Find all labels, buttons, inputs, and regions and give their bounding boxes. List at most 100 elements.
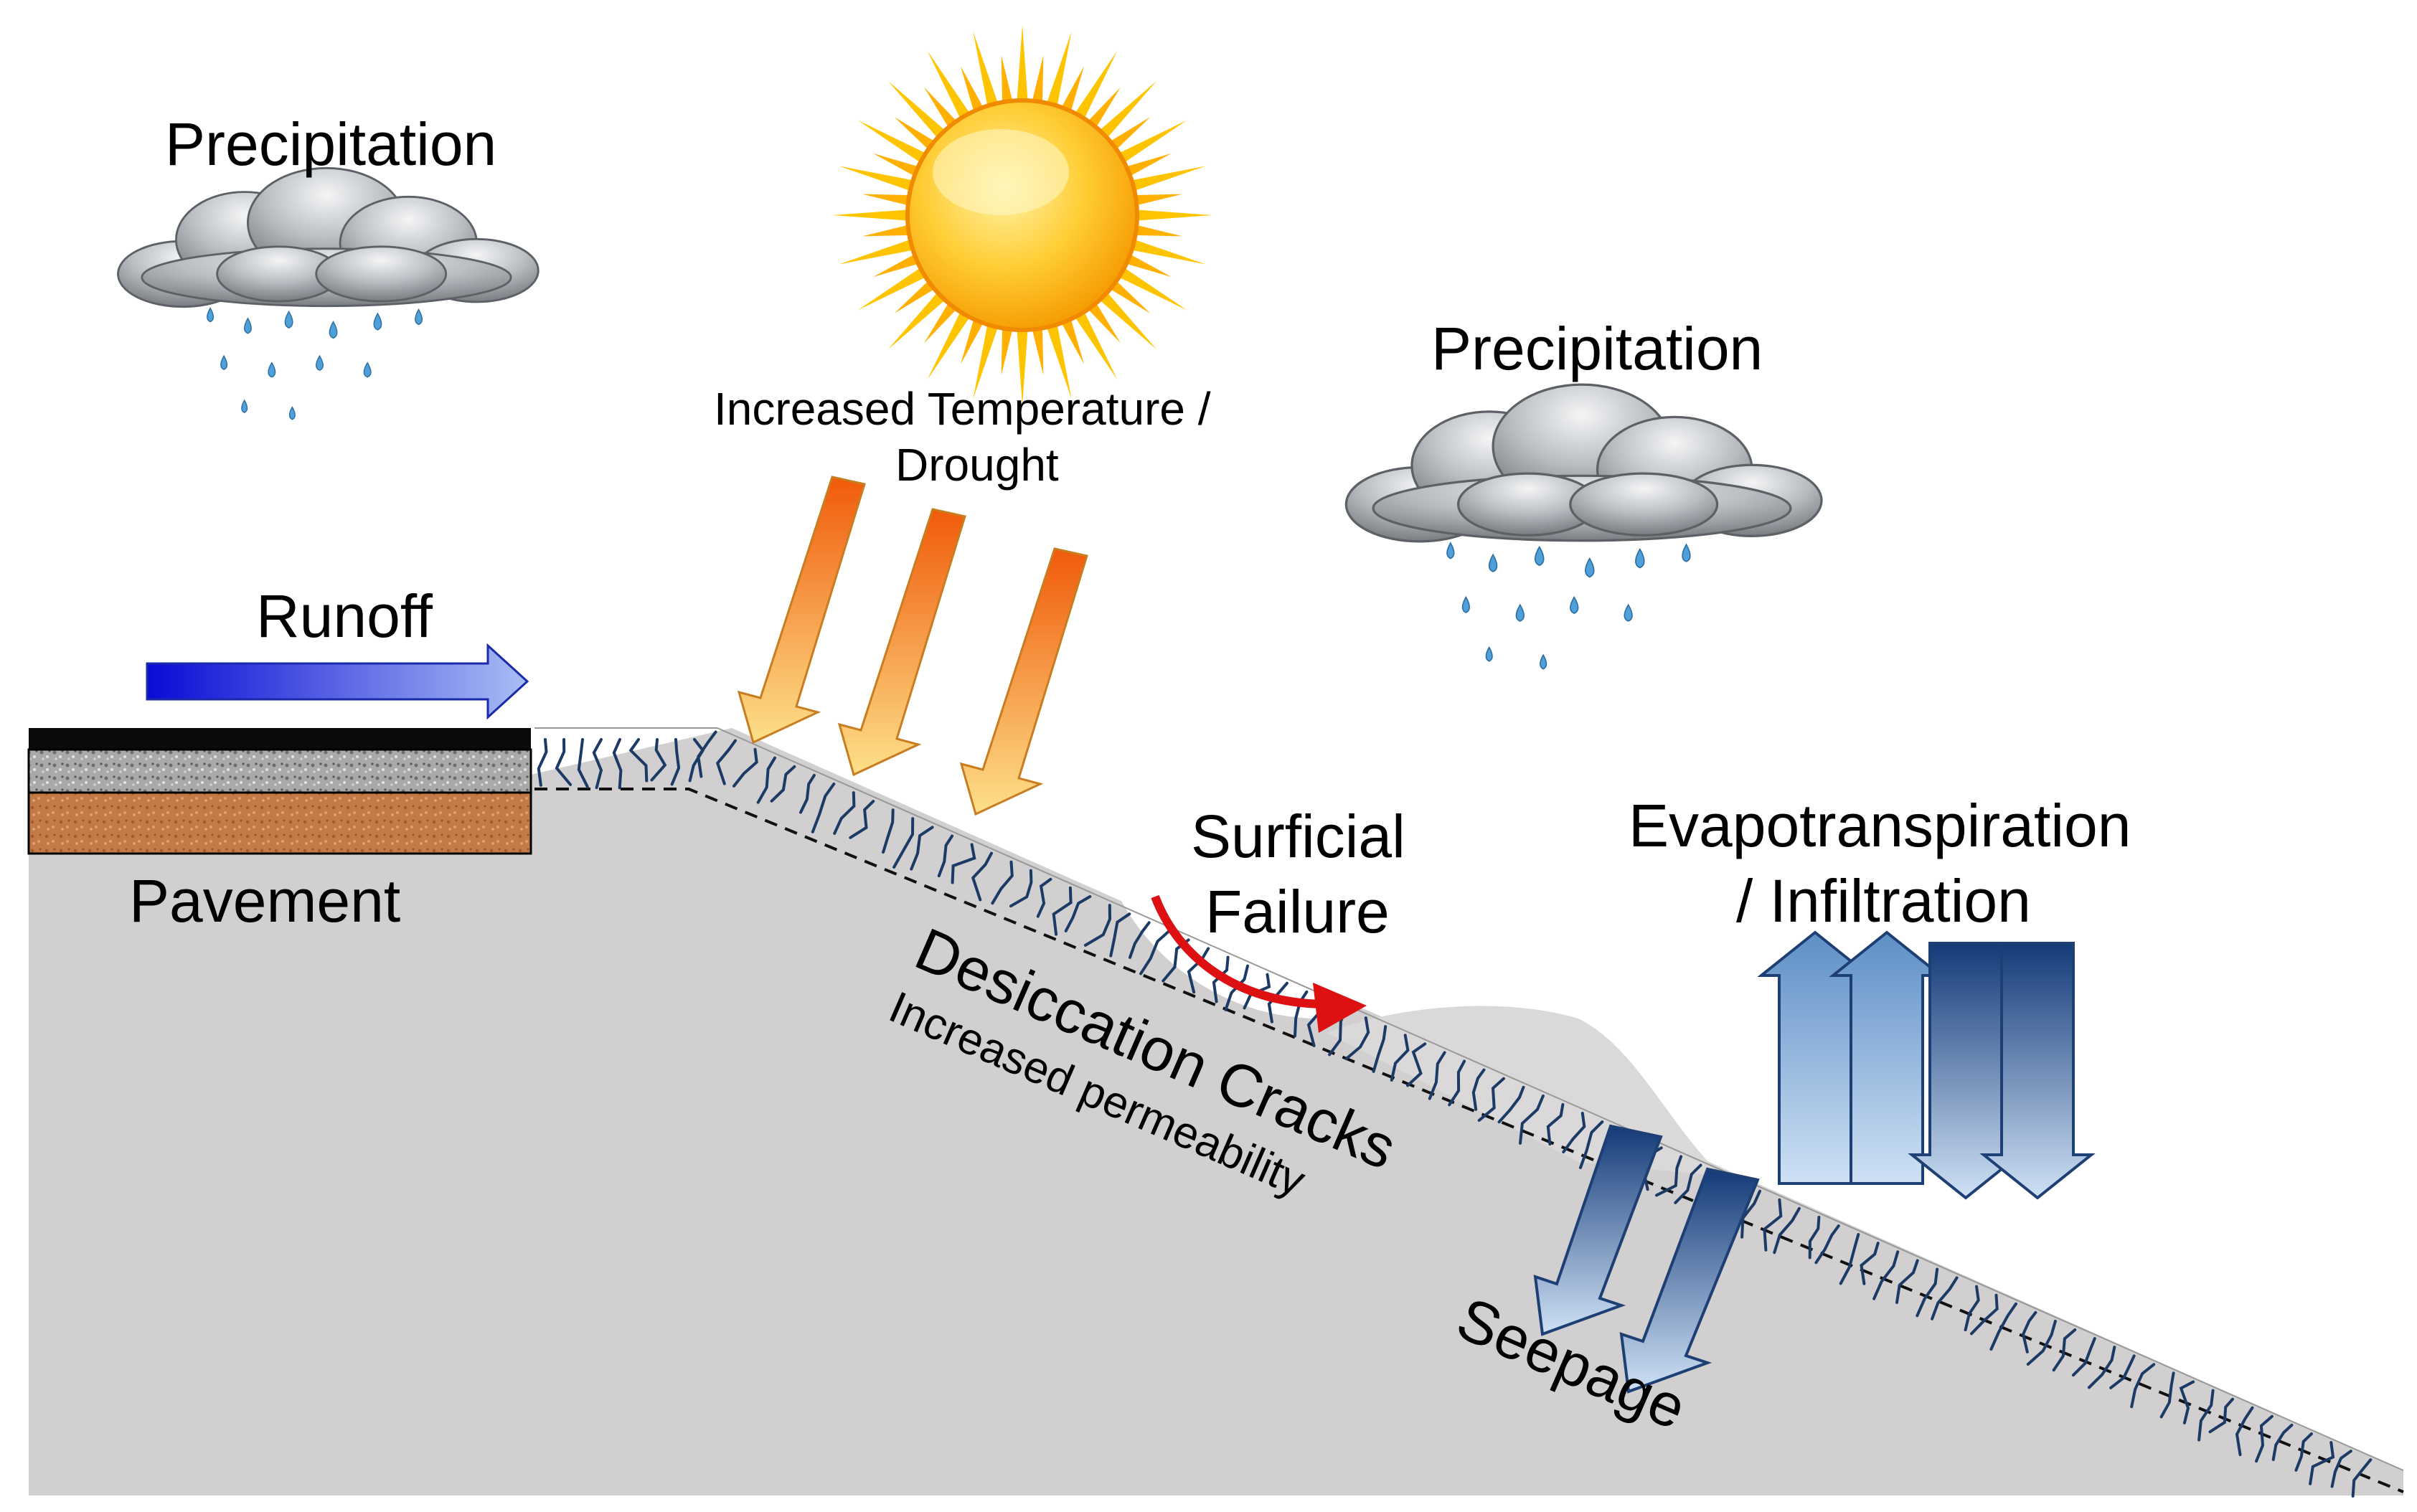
crack-line	[1839, 1233, 1860, 1285]
crack-line	[697, 730, 717, 778]
crack-line	[1519, 1094, 1545, 1145]
crack-line	[1872, 1250, 1900, 1300]
crack-line	[756, 756, 776, 804]
sun-ray	[1030, 55, 1044, 110]
crack-line	[1009, 869, 1033, 908]
sun-ray	[1128, 194, 1183, 207]
sun-ray	[1119, 153, 1172, 180]
sun-ray	[1094, 287, 1157, 350]
sun-ray	[1094, 80, 1157, 143]
heat-arrow-3	[959, 547, 1088, 816]
crack-line	[1390, 1034, 1410, 1082]
crack-line	[555, 738, 573, 786]
up-arrow-2	[1829, 930, 1945, 1185]
evapotranspiration-arrows	[1757, 930, 2096, 1200]
sun-ray	[1044, 32, 1072, 113]
crack-line	[2351, 1458, 2373, 1498]
sun-ray	[927, 305, 974, 380]
crack-line	[1931, 1276, 1959, 1320]
crack-line	[1344, 1016, 1370, 1061]
crack-line	[991, 860, 1014, 905]
crack-line	[2026, 1319, 2057, 1366]
crack-line	[2022, 1310, 2037, 1353]
crack-line	[537, 738, 548, 787]
crack-line	[612, 738, 623, 790]
crack-line	[951, 843, 976, 884]
crack-line	[882, 808, 895, 854]
sun-ray	[862, 194, 917, 207]
cracked-layer	[534, 727, 2404, 1498]
crack-line	[670, 738, 681, 786]
crack-line	[2330, 1450, 2352, 1488]
crack-line	[2294, 1432, 2313, 1472]
sun-ray	[887, 80, 951, 143]
heat-arrow-1	[737, 476, 866, 745]
sun-ray	[1044, 317, 1072, 399]
crack-line	[2052, 1328, 2077, 1372]
crack-line	[1187, 947, 1210, 994]
crack-line	[2208, 1397, 2234, 1434]
sun-ray	[1030, 321, 1044, 376]
sun-ray	[1112, 120, 1187, 167]
crack-line	[2159, 1371, 2175, 1419]
crack-line	[2071, 1337, 2096, 1377]
crack-line	[1477, 1077, 1505, 1122]
crack-line	[1372, 1025, 1387, 1073]
pavement-asphalt	[29, 728, 531, 750]
label-temperature-line1: Increased Temperature /	[714, 383, 1211, 435]
crack-line	[1674, 1163, 1702, 1204]
sun-ray	[973, 317, 1001, 399]
crack-line	[577, 738, 589, 788]
seepage-arrows	[1533, 1124, 1760, 1394]
crack-line	[2197, 1389, 2215, 1442]
crack-line	[849, 800, 875, 839]
sun-ray	[1016, 322, 1029, 405]
sun-ray	[1057, 312, 1085, 364]
crack-line	[732, 747, 758, 788]
label-temperature-line2: Drought	[895, 439, 1059, 491]
crack-line	[628, 738, 649, 783]
crack-line	[1763, 1198, 1783, 1252]
crack-line	[1064, 895, 1092, 932]
sun-ray	[873, 153, 925, 180]
label-evapo-line2: / Infiltration	[1736, 867, 2031, 935]
crack-line	[2109, 1354, 2136, 1389]
sun-ray	[960, 312, 987, 364]
crack-line	[770, 765, 796, 803]
sun-ray	[839, 237, 920, 265]
crack-line	[1562, 1112, 1586, 1153]
sun-ray	[1001, 321, 1014, 376]
crack-line	[1808, 1216, 1821, 1260]
crack-line	[1294, 990, 1309, 1038]
pavement-section	[27, 728, 532, 855]
heat-arrows	[737, 476, 1088, 816]
sun-ray	[960, 66, 987, 118]
sun-icon	[832, 25, 1212, 405]
sun-ray	[1001, 55, 1014, 110]
crack-line	[1109, 912, 1131, 958]
down-arrow-2	[1979, 942, 2096, 1200]
crack-line	[1083, 904, 1112, 947]
crack-line	[799, 773, 816, 814]
sun-ray	[857, 120, 933, 167]
crack-line	[592, 738, 603, 790]
sun-ray	[862, 223, 917, 237]
crack-line	[1860, 1242, 1880, 1285]
sun-ray	[1070, 305, 1118, 380]
crack-line	[1129, 921, 1151, 959]
crack-line	[2255, 1414, 2274, 1463]
crack-line	[650, 738, 667, 782]
crack-line	[715, 739, 737, 785]
seepage-arrow-1	[1533, 1124, 1663, 1336]
label-precipitation-left: Precipitation	[165, 110, 496, 178]
sun-ray	[839, 166, 920, 194]
crack-line	[2179, 1380, 2195, 1424]
crack-line	[1970, 1293, 1999, 1336]
crack-line	[1655, 1155, 1683, 1197]
sun-ray	[887, 287, 951, 350]
crack-line	[2235, 1406, 2254, 1457]
failure-scar	[1090, 882, 1363, 1019]
crack-line	[971, 851, 993, 902]
label-evapo-line1: Evapotranspiration	[1629, 792, 2131, 859]
